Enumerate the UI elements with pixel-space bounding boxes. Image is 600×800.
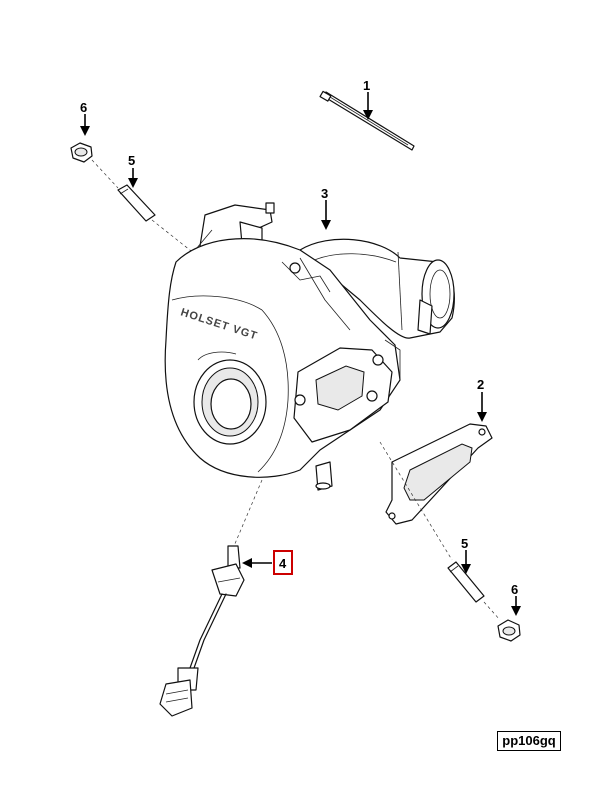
callout-label-5-top: 5: [128, 153, 135, 168]
callout-4-highlight-box[interactable]: [273, 550, 293, 575]
nut-part-6-bottom[interactable]: [497, 619, 521, 642]
cable-tie-part-1[interactable]: [319, 90, 415, 151]
callout-label-4: 4: [279, 556, 287, 571]
gasket-part-2[interactable]: [385, 423, 493, 525]
callout-arrow-6-top: [80, 114, 90, 136]
callout-arrow-2: [477, 392, 487, 422]
callout-label-6-top: 6: [80, 100, 87, 115]
callout-arrow-4: [242, 558, 272, 568]
nut-part-6-top[interactable]: [70, 142, 93, 163]
stud-part-5-bottom[interactable]: [447, 561, 485, 603]
callout-label-2: 2: [477, 377, 484, 392]
callout-arrow-1: [363, 92, 373, 120]
speed-sensor-part-4[interactable]: [159, 545, 245, 717]
callout-label-3: 3: [321, 186, 328, 201]
callout-arrow-5-bottom: [461, 550, 471, 574]
callout-arrow-5-top: [128, 168, 138, 188]
alignment-line-sensor: [233, 479, 263, 547]
callout-label-5-bottom: 5: [461, 536, 468, 551]
callout-label-1: 1: [363, 78, 370, 93]
diagram-id-label: pp106gq: [497, 731, 561, 751]
callout-label-6-bottom: 6: [511, 582, 518, 597]
alignment-line-bottom: [379, 441, 501, 621]
callout-arrow-6-bottom: [511, 596, 521, 616]
stud-part-5-top[interactable]: [117, 184, 156, 222]
callout-arrow-3: [321, 200, 331, 230]
turbocharger-part-3[interactable]: [164, 202, 455, 491]
